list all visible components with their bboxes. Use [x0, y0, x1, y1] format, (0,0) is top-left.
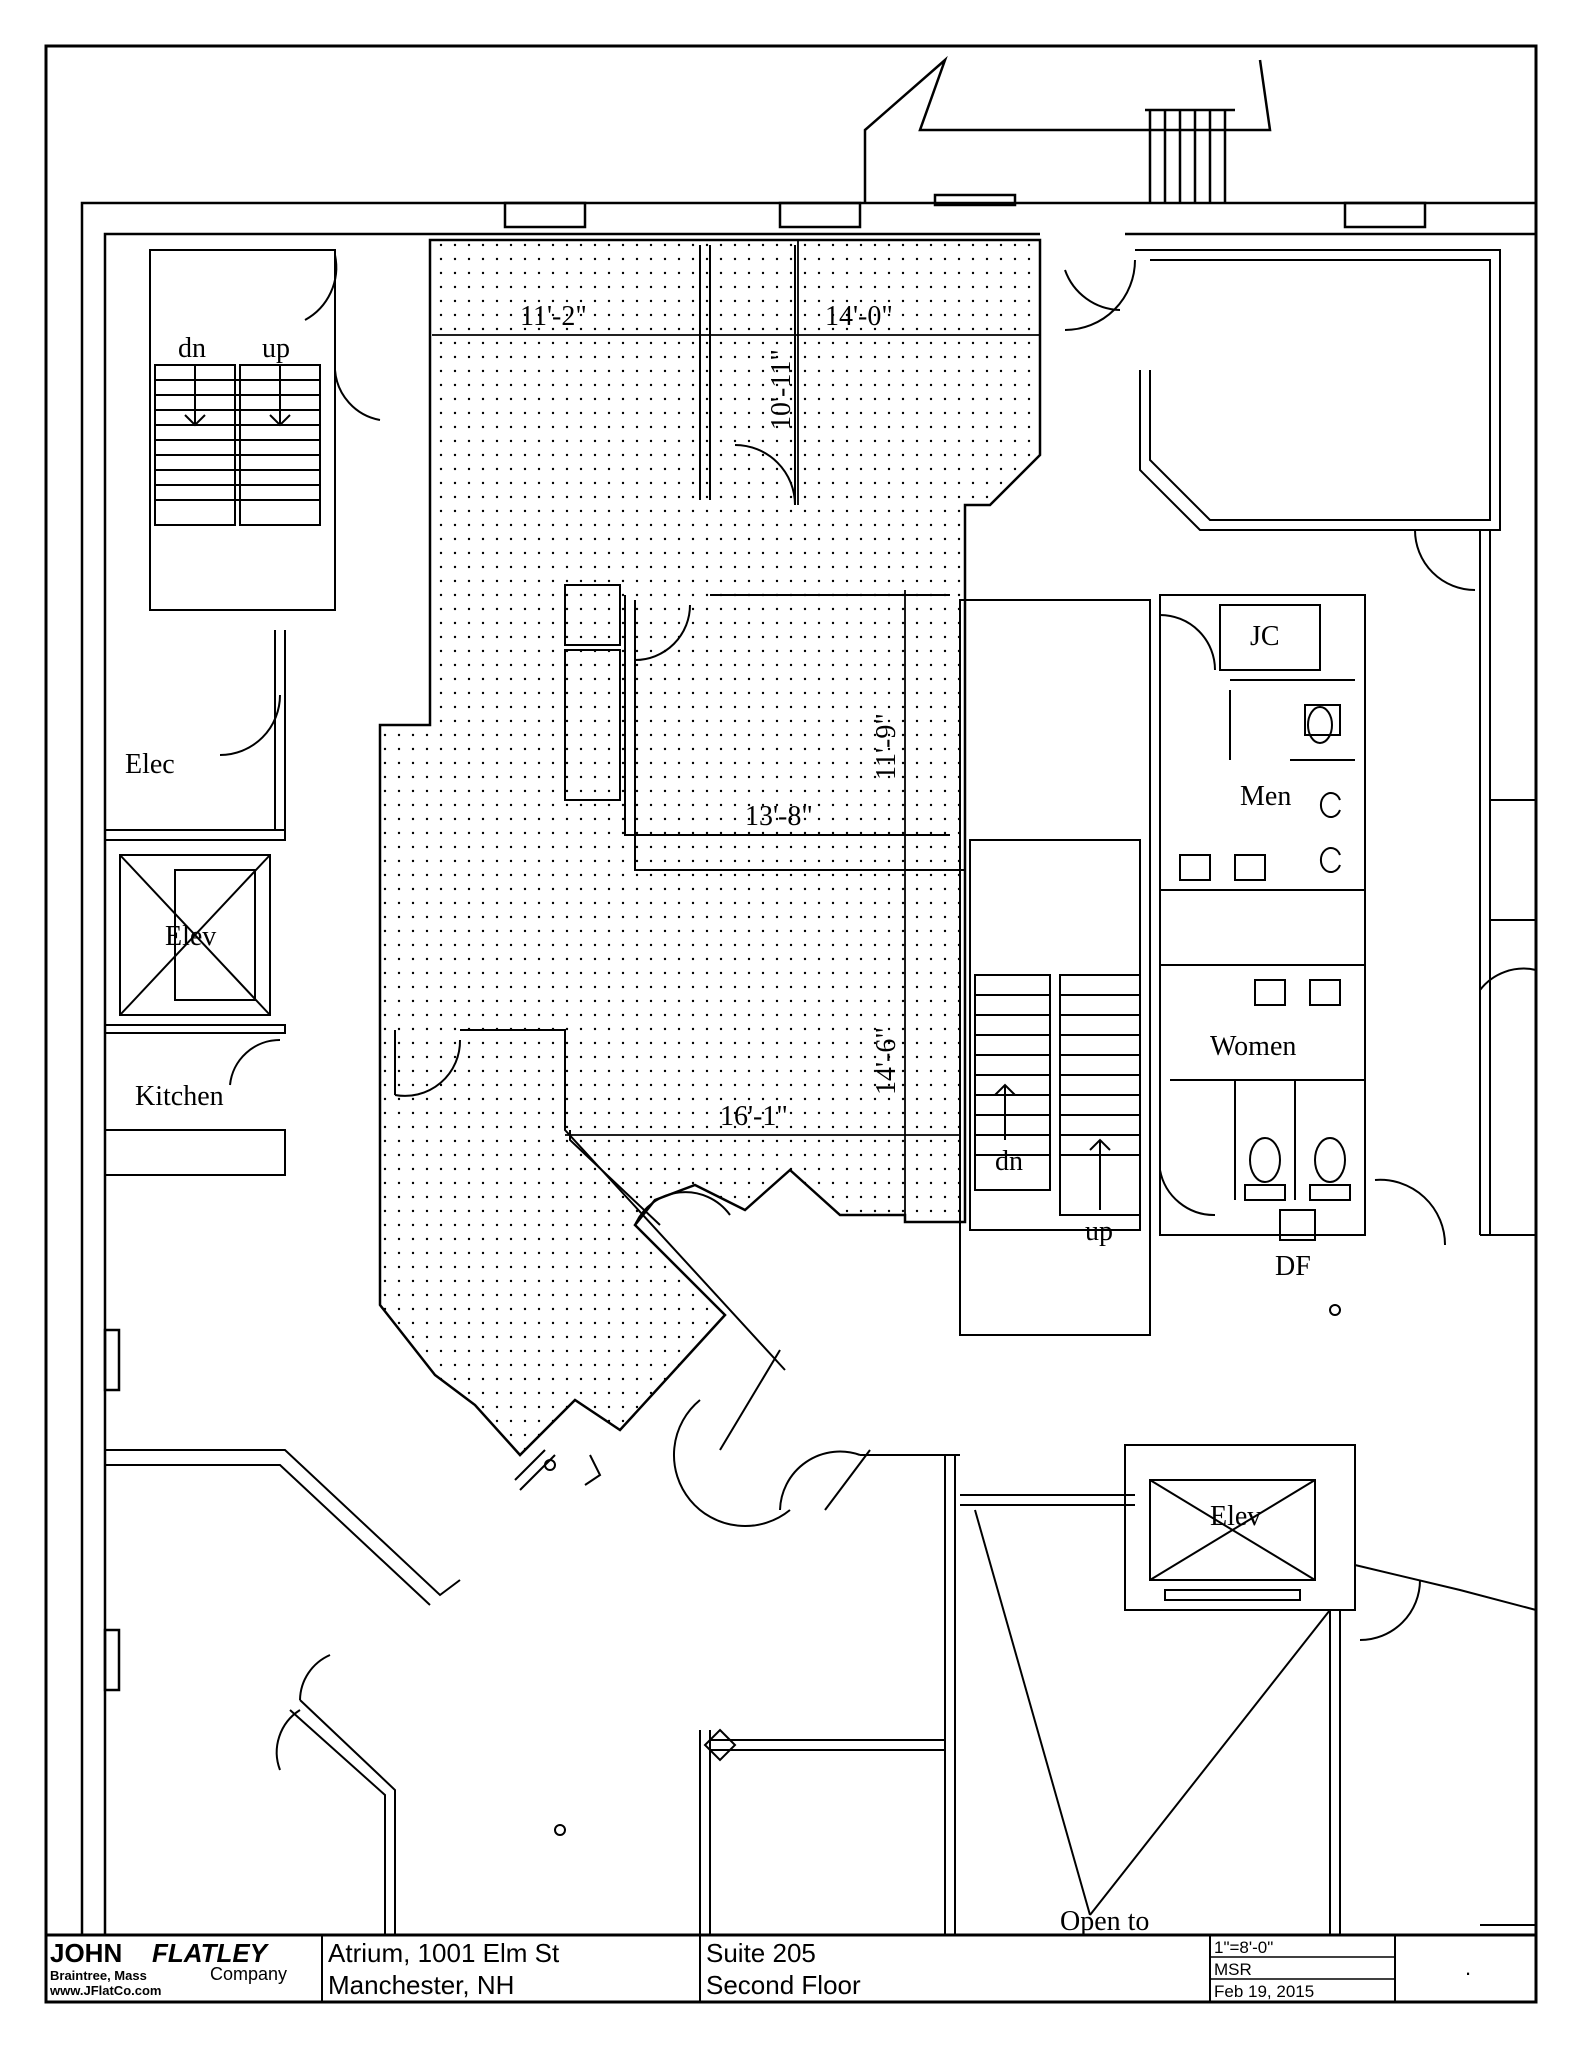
label-open-to: Open to [1060, 1906, 1149, 1937]
left-stair [149, 249, 381, 611]
label-stair-up: up [262, 333, 290, 364]
dim-14-0: 14'-0" [825, 301, 893, 332]
dim-14-6: 14'-6" [871, 1027, 902, 1095]
label-elec: Elec [125, 749, 175, 780]
room-labels: dn up Elec Elev Kitchen JC Men Women DF … [125, 333, 1311, 1937]
drawing-date: Feb 19, 2015 [1214, 1982, 1314, 2001]
dim-10-11: 10'-11" [766, 349, 797, 430]
dimension-labels: 11'-2" 14'-0" 10'-11" 11'-9" 13'-8" 14'-… [520, 301, 902, 1132]
title-block: JOHN FLATLEY Company Braintree, Mass www… [44, 1933, 1538, 2004]
dim-16-1: 16'-1" [720, 1101, 788, 1132]
address-line2: Manchester, NH [328, 1970, 514, 2000]
center-stair [959, 599, 1151, 1336]
label-men: Men [1240, 781, 1291, 812]
label-women: Women [1210, 1031, 1296, 1062]
label-stair-dn: dn [178, 333, 206, 364]
dimension-lines [432, 240, 1040, 1222]
sheet-mark: . [1465, 1955, 1471, 1980]
label-stair2-dn: dn [995, 1146, 1023, 1177]
logo-location: Braintree, Mass [50, 1968, 147, 1983]
label-jc: JC [1250, 621, 1280, 652]
floor-name: Second Floor [706, 1970, 861, 2000]
restrooms [1159, 594, 1447, 1246]
dim-11-9: 11'-9" [871, 713, 902, 780]
label-df: DF [1275, 1251, 1311, 1282]
lower-rooms [105, 1304, 1537, 1935]
exterior-walls [80, 55, 1536, 1935]
label-elev-right: Elev [1210, 1501, 1261, 1532]
logo-website: www.JFlatCo.com [49, 1983, 161, 1998]
scale: 1"=8'-0" [1214, 1938, 1273, 1957]
suite-area-hatch [378, 238, 1042, 1457]
drawn-by: MSR [1214, 1960, 1252, 1979]
label-stair2-up: up [1085, 1216, 1113, 1247]
logo-company: Company [210, 1964, 287, 1984]
right-offices [1064, 249, 1537, 1236]
address-line1: Atrium, 1001 Elm St [328, 1938, 560, 1968]
logo-john: JOHN [50, 1938, 122, 1968]
left-service-rooms [104, 630, 286, 1176]
dim-13-8: 13'-8" [745, 801, 813, 832]
label-kitchen: Kitchen [135, 1081, 224, 1112]
logo-flatley: FLATLEY [152, 1938, 270, 1968]
label-elev-left: Elev [165, 921, 216, 952]
dim-11-2: 11'-2" [520, 301, 587, 332]
suite-number: Suite 205 [706, 1938, 816, 1968]
